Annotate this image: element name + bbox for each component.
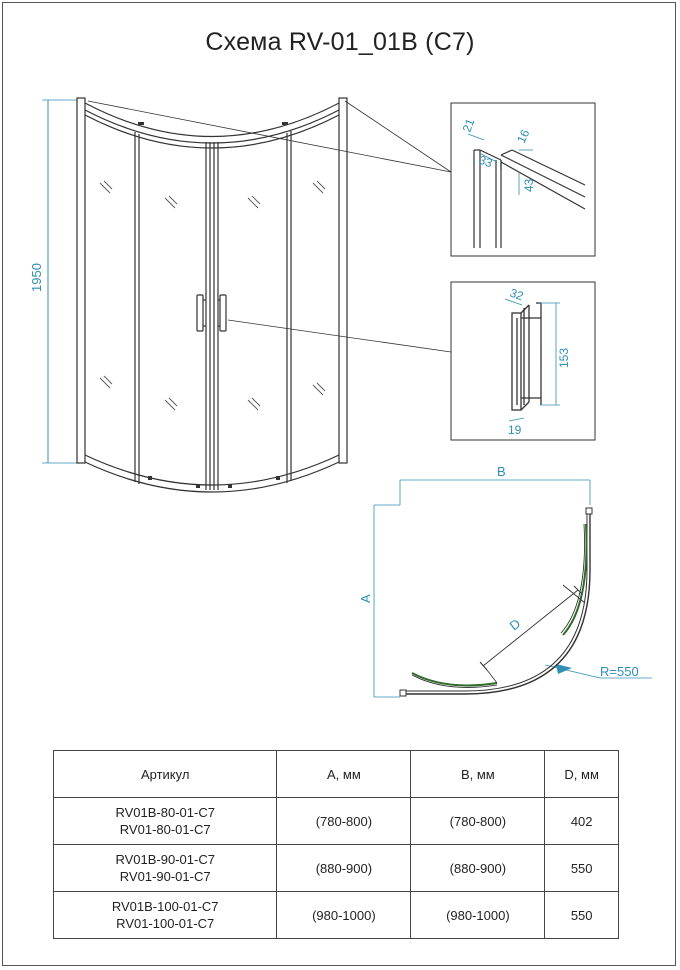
article-code: RV01B-100-01-C7 (111, 899, 219, 914)
table-header-row: Артикул A, мм B, мм D, мм (52, 750, 619, 798)
b-cell: (780-800) (410, 797, 546, 845)
handle-dim-32: 32 (508, 286, 526, 304)
table-row: RV01B-80-01-C7 RV01-80-01-C7 (780-800) (… (52, 797, 619, 845)
header-article: Артикул (52, 750, 278, 798)
article-code: RV01B-80-01-C7 (115, 805, 215, 820)
glass-reflection-marks (99, 180, 326, 411)
d-cell: 550 (544, 891, 619, 939)
cabin-front-view (76, 97, 348, 493)
plan-dim-d: D (507, 616, 524, 634)
plan-dim-b: B (497, 464, 506, 479)
detail-top-profile: 21 33 16 43 (450, 102, 596, 257)
profile-dim-33: 33 (477, 153, 495, 171)
header-a: A, мм (276, 750, 412, 798)
article-cell: RV01B-80-01-C7 RV01-80-01-C7 (52, 797, 278, 845)
page-title: Схема RV-01_01B (C7) (205, 28, 475, 56)
table-row: RV01B-100-01-C7 RV01-100-01-C7 (980-1000… (52, 891, 619, 939)
d-cell: 550 (544, 844, 619, 892)
height-label: 1950 (29, 263, 44, 292)
radius-arrow-icon (556, 664, 572, 674)
plan-radius-label: R=550 (600, 664, 639, 679)
article-cell: RV01B-100-01-C7 RV01-100-01-C7 (52, 891, 278, 939)
callout-lines (87, 100, 452, 353)
table-row: RV01B-90-01-C7 RV01-90-01-C7 (880-900) (… (52, 844, 619, 892)
a-cell: (880-900) (276, 844, 412, 892)
header-b: B, мм (410, 750, 546, 798)
shower-drawing: 1950 (29, 97, 652, 698)
article-code: RV01-80-01-C7 (119, 822, 211, 837)
profile-dim-43: 43 (522, 178, 536, 192)
header-d: D, мм (544, 750, 619, 798)
profile-dim-16: 16 (514, 127, 532, 145)
detail-handle: 32 153 19 (450, 281, 596, 441)
d-cell: 402 (544, 797, 619, 845)
spec-table: Артикул A, мм B, мм D, мм RV01B-80-01-C7… (52, 750, 619, 939)
handle-dim-153: 153 (557, 348, 571, 368)
b-cell: (980-1000) (410, 891, 546, 939)
article-cell: RV01B-90-01-C7 RV01-90-01-C7 (52, 844, 278, 892)
height-dimension: 1950 (29, 99, 78, 464)
a-cell: (980-1000) (276, 891, 412, 939)
article-code: RV01B-90-01-C7 (115, 852, 215, 867)
article-code: RV01-90-01-C7 (119, 869, 211, 884)
plan-dim-a: A (358, 594, 373, 603)
a-cell: (780-800) (276, 797, 412, 845)
b-cell: (880-900) (410, 844, 546, 892)
handle-dim-19: 19 (508, 423, 522, 437)
front-handles (196, 294, 227, 332)
profile-dim-21: 21 (460, 116, 478, 134)
article-code: RV01-100-01-C7 (116, 916, 215, 931)
plan-view: A B R=550 D (358, 464, 652, 698)
